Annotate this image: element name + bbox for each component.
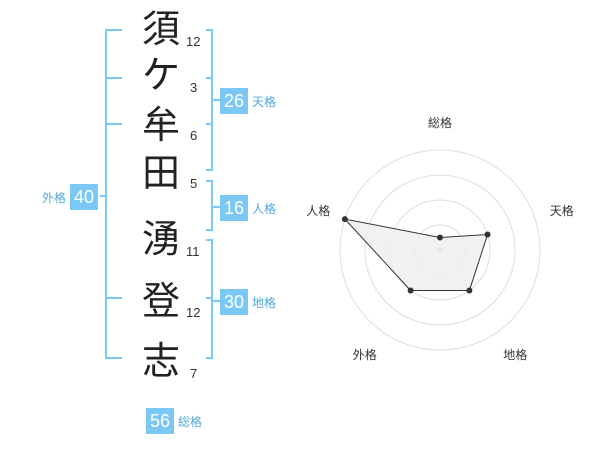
jinkaku-badge: 16 人格 [220,195,280,221]
name-character-5: 湧 [141,217,180,261]
stroke-count-5: 11 [186,244,200,259]
soukaku-label: 総格 [178,414,203,429]
stroke-count-3: 6 [190,128,198,143]
radar-polygon [343,218,489,291]
name-character-4: 田 [141,151,180,195]
radar-point-4 [407,287,414,294]
radar-axis-label-4: 外格 [352,347,377,362]
chikaku-value: 30 [220,289,249,315]
gaikaku-badge: 外格 40 [38,184,99,210]
chikaku-label: 地格 [252,295,277,310]
stroke-count-7: 7 [190,366,198,381]
radar-grid-ring [364,174,516,326]
soukaku-badge: 56 総格 [146,408,206,434]
soukaku-value: 56 [146,408,175,434]
radar-axis-label-5: 人格 [306,204,331,219]
stroke-count-2: 3 [190,80,198,95]
tenkaku-label: 天格 [252,94,277,109]
radar-point-2 [484,231,491,238]
radar-axis-label-2: 天格 [549,204,574,219]
radar-axis-label-3: 地格 [503,347,528,362]
stroke-count-6: 12 [186,305,201,320]
radar-point-1 [437,234,443,241]
name-character-3: 牟 [141,103,180,147]
stroke-count-1: 12 [186,34,201,49]
radar-grid-ring [339,149,541,351]
radar-axis-label-1: 総格 [427,116,453,130]
radar-point-5 [341,216,348,223]
jinkaku-label: 人格 [252,201,277,216]
chikaku-badge: 30 地格 [220,289,280,315]
jinkaku-value: 16 [220,195,249,221]
name-character-7: 志 [141,339,180,383]
stroke-count-4: 5 [190,176,198,191]
name-character-6: 登 [141,279,180,323]
gaikaku-bracket [105,29,122,359]
name-character-1: 須 [141,7,180,51]
tenkaku-badge: 26 天格 [220,88,280,114]
tenkaku-value: 26 [220,88,249,114]
radar-point-3 [466,287,473,294]
name-character-2: ケ [141,53,180,97]
gaikaku-value: 40 [70,184,99,210]
gaikaku-label: 外格 [42,190,67,205]
jinkaku-bracket [206,180,213,231]
